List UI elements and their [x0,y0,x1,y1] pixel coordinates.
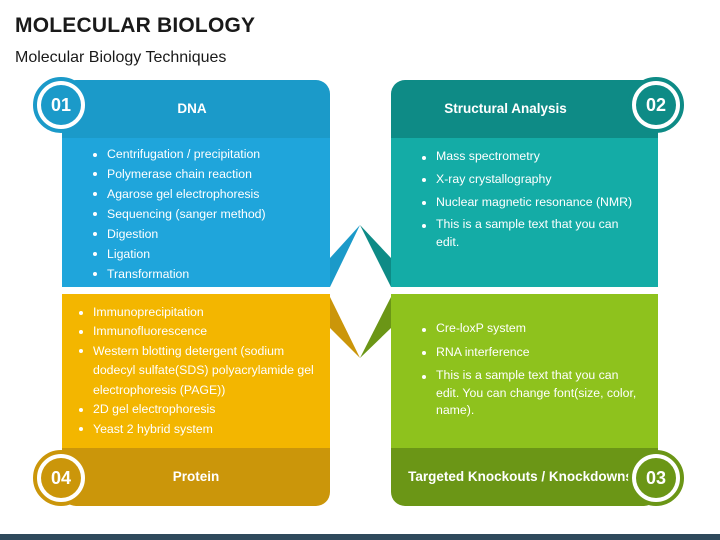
list-item: Polymerase chain reaction [90,165,316,184]
list-item: Digestion [90,225,316,244]
diamond-top-left-facet [330,225,360,287]
list-item: Agarose gel electrophoresis [90,185,316,204]
protein-list: Immunoprecipitation Immunofluorescence W… [76,303,322,439]
protein-panel: Immunoprecipitation Immunofluorescence W… [62,294,330,448]
slide-title: MOLECULAR BIOLOGY [15,14,256,37]
badge-03-number: 03 [636,458,676,498]
structural-header-label: Structural Analysis [444,100,567,116]
list-item: Immunofluorescence [76,322,322,341]
badge-01-number: 01 [41,85,81,125]
dna-panel: Centrifugation / precipitation Polymeras… [62,138,330,287]
structural-header: Structural Analysis [391,80,658,138]
dna-header-label: DNA [177,100,207,116]
badge-02-number: 02 [636,85,676,125]
list-item: Mass spectrometry [419,148,644,166]
list-item: Western blotting detergent (sodium dodec… [76,342,322,400]
list-item: This is a sample text that you can edit. [419,216,644,252]
structural-panel: Mass spectrometry X-ray crystallography … [391,138,658,287]
dna-header: DNA [62,80,330,138]
list-item: Ligation [90,245,316,264]
list-item: Nuclear magnetic resonance (NMR) [419,194,644,212]
badge-04: 04 [33,450,89,506]
targeted-header: Targeted Knockouts / Knockdowns [391,448,658,506]
targeted-header-label: Targeted Knockouts / Knockdowns [408,468,633,484]
diamond-bottom-right-facet [360,297,391,358]
badge-03: 03 [628,450,684,506]
diamond-bottom-left-facet [330,297,360,358]
slide-subtitle: Molecular Biology Techniques [15,49,227,66]
diamond-top-right-facet [360,225,391,287]
list-item: This is a sample text that you can edit.… [419,367,644,420]
list-item: Centrifugation / precipitation [90,145,316,164]
bottom-accent-bar [0,534,720,540]
targeted-panel: Cre-loxP system RNA interference This is… [391,294,658,448]
list-item: Sequencing (sanger method) [90,205,316,224]
list-item: X-ray crystallography [419,171,644,189]
badge-04-number: 04 [41,458,81,498]
badge-02: 02 [628,77,684,133]
targeted-list: Cre-loxP system RNA interference This is… [419,320,644,420]
list-item: Transformation [90,265,316,284]
list-item: 2D gel electrophoresis [76,400,322,419]
list-item: Immunoprecipitation [76,303,322,322]
list-item: Yeast 2 hybrid system [76,420,322,439]
dna-list: Centrifugation / precipitation Polymeras… [90,145,316,284]
list-item: RNA interference [419,344,644,362]
structural-list: Mass spectrometry X-ray crystallography … [419,148,644,252]
center-diamond-connector [330,225,391,358]
badge-01: 01 [33,77,89,133]
list-item: Cre-loxP system [419,320,644,338]
protein-header: Protein [62,448,330,506]
protein-header-label: Protein [172,468,220,484]
